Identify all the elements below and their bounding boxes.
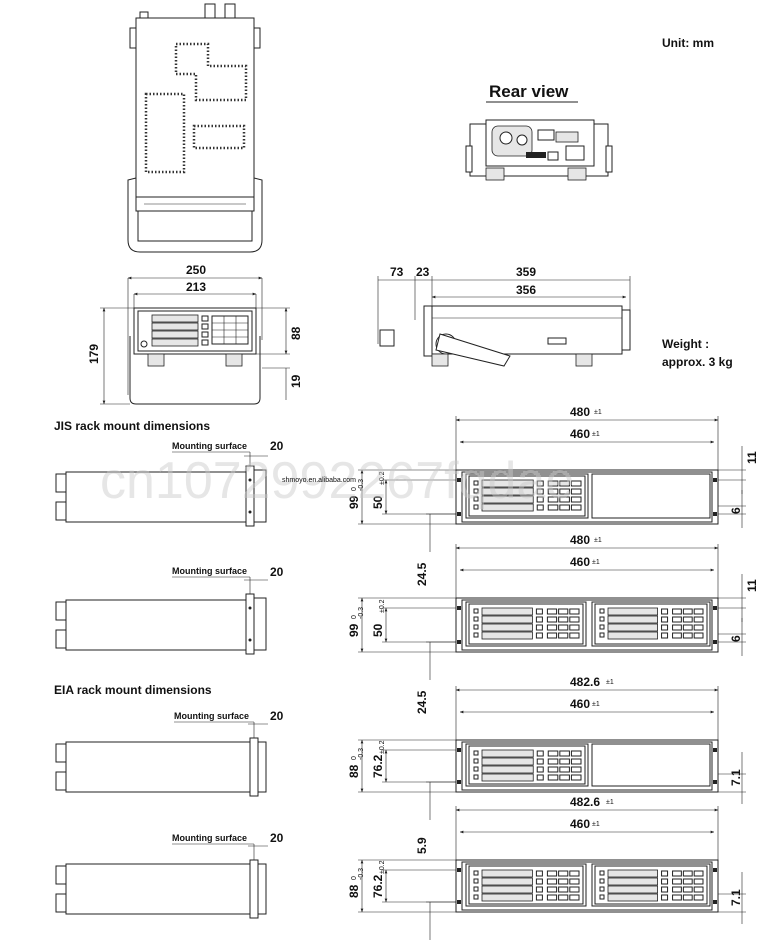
rack-hole-offset: 6 (729, 507, 743, 514)
rack-height-tol-plus: 0 (351, 487, 358, 491)
rack-hole-span: 50 (371, 623, 385, 637)
side-handle-depth: 73 (390, 265, 404, 279)
rack-width-inner: 460 (570, 817, 590, 831)
rack-top-offset: 11 (745, 451, 759, 464)
rack-hole-tol: ±0.2 (379, 860, 386, 874)
mounting-surface-label: Mounting surface (172, 566, 247, 576)
rack-side-offset: 7.1 (729, 769, 743, 786)
rack-bottom-offset: 24.5 (415, 562, 429, 586)
blank-panel (591, 473, 711, 519)
side-view: 73 23 359 356 Weight : approx. 3 kg (377, 265, 733, 369)
rear-view-title: Rear view (489, 82, 569, 101)
weight-line2: approx. 3 kg (662, 355, 733, 369)
rack-top-offset: 11 (745, 579, 759, 592)
rack-height-tol-plus: 0 (351, 615, 358, 619)
rack-height: 88 (347, 884, 361, 898)
side-offset: 23 (416, 265, 430, 279)
watermark-small: shmoyo.en.alibaba.com (282, 477, 356, 484)
rack-bottom-offset: 5.9 (415, 837, 429, 854)
rack-hole-tol: ±0.2 (379, 740, 386, 754)
rear-view: Rear view (465, 82, 613, 181)
rack-hole-offset: 6 (729, 635, 743, 642)
rack-width-tol: ±1 (606, 799, 614, 806)
mounting-surface-label: Mounting surface (172, 441, 247, 451)
rack-height: 99 (347, 623, 361, 637)
rack-width-tol: ±1 (592, 431, 600, 438)
rack-height-tol-plus: 0 (351, 876, 358, 880)
rack-width-inner: 460 (570, 555, 590, 569)
mount-depth-label: 20 (270, 565, 284, 579)
mount-depth-label: 20 (270, 709, 284, 723)
rack-height-tol-minus: -0.3 (358, 479, 365, 491)
rack-height-tol-minus: -0.3 (358, 868, 365, 880)
rack-height-tol-minus: -0.3 (358, 607, 365, 619)
rack-side-offset: 7.1 (729, 889, 743, 906)
rack-width-inner: 460 (570, 427, 590, 441)
front-height-total: 179 (87, 344, 101, 364)
mount-depth-label: 20 (270, 439, 284, 453)
rack-width-outer: 480 (570, 533, 590, 547)
rack-hole-tol: ±0.2 (379, 471, 386, 485)
rack-hole-span: 76.2 (371, 754, 385, 778)
rack-height-tol-plus: 0 (351, 756, 358, 760)
mount-depth-label: 20 (270, 831, 284, 845)
jis-title: JIS rack mount dimensions (54, 419, 210, 433)
front-height-panel: 88 (289, 326, 303, 340)
jis-side-view-2: Mounting surface 20 (55, 565, 284, 655)
mounting-surface-label: Mounting surface (172, 833, 247, 843)
side-depth-outer: 359 (516, 265, 536, 279)
side-depth-inner: 356 (516, 283, 536, 297)
rack-width-tol: ±1 (594, 537, 602, 544)
rack-hole-span: 76.2 (371, 874, 385, 898)
rack-front-views: 480±1460±1990-0.350±0.224.5116480±1460±1… (347, 405, 759, 940)
eia-side-view-1: Mounting surface 20 (55, 709, 284, 797)
rack-height: 88 (347, 764, 361, 778)
rack-height: 99 (347, 495, 361, 509)
rack-width-inner: 460 (570, 697, 590, 711)
top-view (127, 3, 263, 253)
front-view: 250 213 179 88 (87, 263, 303, 405)
unit-label: Unit: mm (662, 36, 714, 50)
rack-width-tol: ±1 (592, 559, 600, 566)
rack-width-tol: ±1 (606, 679, 614, 686)
eia-side-view-2: Mounting surface 20 (55, 831, 284, 919)
mounting-surface-label: Mounting surface (174, 711, 249, 721)
rack-hole-tol: ±0.2 (379, 599, 386, 613)
rack-width-tol: ±1 (592, 821, 600, 828)
watermark: cn1072992267fqdae (100, 452, 574, 510)
front-width-outer: 250 (186, 263, 206, 277)
rack-hole-span: 50 (371, 495, 385, 509)
rack-bottom-offset: 24.5 (415, 690, 429, 714)
jis-side-view-1: Mounting surface 20 (55, 439, 284, 527)
front-width-inner: 213 (186, 280, 206, 294)
blank-panel (591, 743, 711, 787)
front-foot-height: 19 (289, 374, 303, 388)
rack-width-outer: 482.6 (570, 795, 600, 809)
rack-width-tol: ±1 (594, 409, 602, 416)
rack-width-outer: 482.6 (570, 675, 600, 689)
rack-width-outer: 480 (570, 405, 590, 419)
eia-title: EIA rack mount dimensions (54, 683, 212, 697)
rack-width-tol: ±1 (592, 701, 600, 708)
rack-height-tol-minus: -0.3 (358, 748, 365, 760)
weight-line1: Weight : (662, 337, 709, 351)
